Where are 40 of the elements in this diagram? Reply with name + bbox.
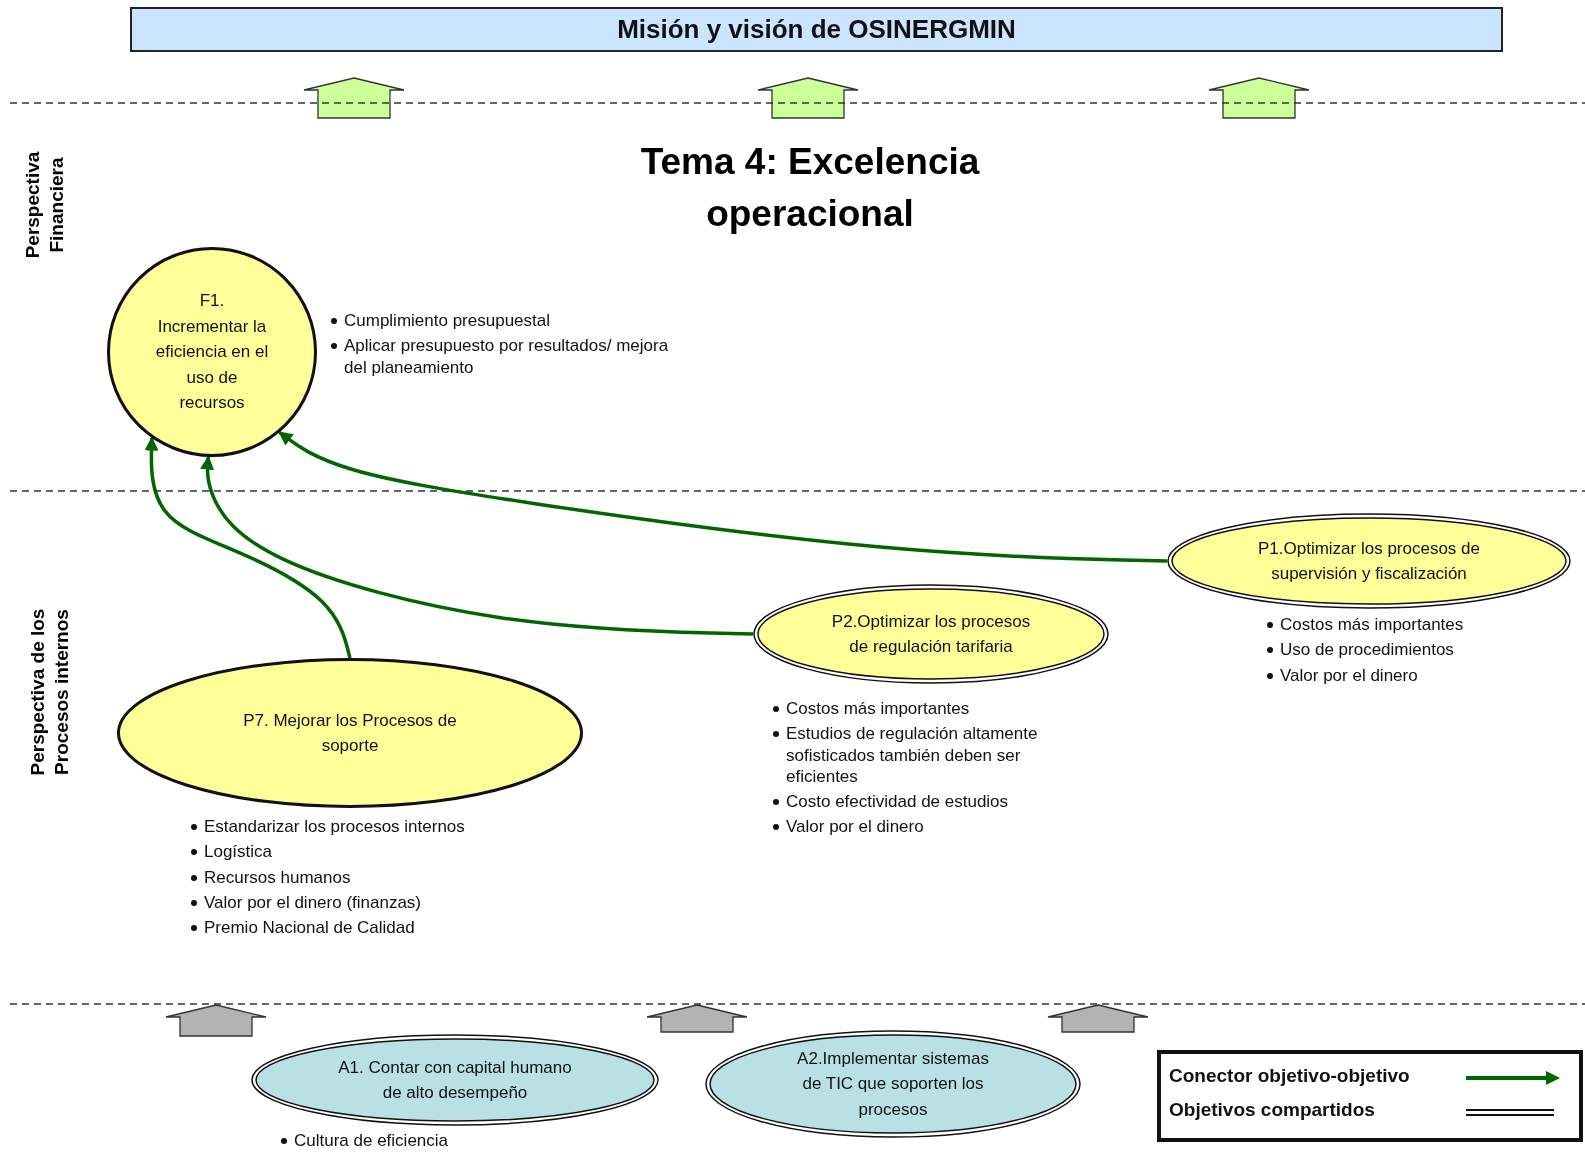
objective-ellipse xyxy=(251,1034,659,1126)
objective-text: P1.Optimizar los procesos de supervisión y fiscalización xyxy=(1256,537,1481,585)
bullet-item: Estandarizar los procesos internos xyxy=(204,816,466,838)
block-arrow xyxy=(1047,1004,1149,1033)
mission-title: Misión y visión de OSINERGMIN xyxy=(617,13,1016,46)
connector-arrow xyxy=(144,436,352,659)
bullet-item: Cultura de eficiencia xyxy=(294,1130,450,1152)
objective-ellipse xyxy=(705,1030,1081,1138)
objective-text: A1. Contar con capital humano de alto desempeño xyxy=(337,1056,573,1104)
perspective-label: Perspectiva de los Procesos internos xyxy=(26,607,73,778)
objective-ellipse xyxy=(1167,513,1571,609)
legend-text: Objetivos compartidos xyxy=(1169,1099,1375,1121)
bullet-item: Costos más importantes xyxy=(1280,614,1465,636)
objective-ellipse xyxy=(753,584,1109,684)
objective-text: P7. Mejorar los Procesos de soporte xyxy=(242,709,458,757)
bullet-item: Costos más importantes xyxy=(786,698,971,720)
bullet-item: Uso de procedimientos xyxy=(1280,639,1455,661)
objective-ellipse xyxy=(117,658,583,808)
bullet-item: Premio Nacional de Calidad xyxy=(204,917,416,939)
objective-text: P2.Optimizar los procesos de regulación tarifaria xyxy=(830,610,1032,658)
bullet-item: Valor por el dinero (finanzas) xyxy=(204,891,422,913)
bullet-item: Valor por el dinero xyxy=(1280,664,1419,686)
connector-arrow xyxy=(278,431,1168,563)
bullet-item: Costo efectividad de estudios xyxy=(786,791,1010,813)
bullet-item: Cumplimiento presupuestal xyxy=(344,310,551,332)
legend-text: Conector objetivo-objetivo xyxy=(1169,1065,1410,1087)
bullet-item: Valor por el dinero xyxy=(786,816,925,838)
connector-arrow xyxy=(200,455,754,636)
theme-title: Tema 4: Excelencia operacional xyxy=(639,140,981,236)
bullet-item: Logística xyxy=(204,841,274,863)
objective-circle xyxy=(107,247,317,457)
bullet-item: Aplicar presupuesto por resultados/ mejora del planeamiento xyxy=(344,335,670,378)
bullet-item: Estudios de regulación altamente sofisticados también deben ser eficientes xyxy=(786,723,1039,787)
objective-text: F1. Incrementar la eficiencia en el uso de recursos xyxy=(154,290,270,415)
objective-text: A2.Implementar sistemas de TIC que soporten los procesos xyxy=(796,1047,990,1121)
perspective-label: Perspectiva Financiera xyxy=(21,150,68,261)
bullet-item: Recursos humanos xyxy=(204,866,352,888)
block-arrow xyxy=(646,1004,748,1033)
mission-banner xyxy=(130,7,1503,52)
block-arrow xyxy=(165,1004,267,1037)
